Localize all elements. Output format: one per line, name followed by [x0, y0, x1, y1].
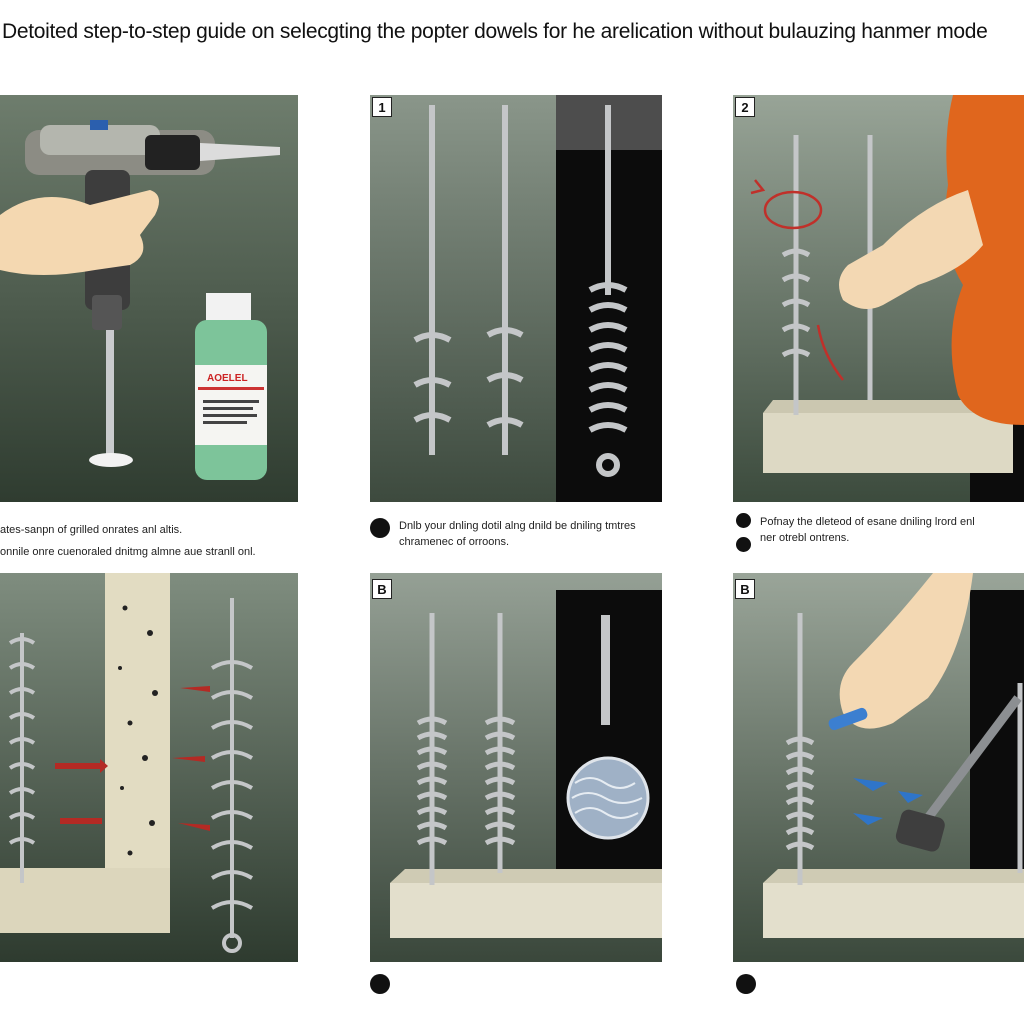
- caption-line: onnile onre cuenoraled dnitmg almne aue …: [0, 546, 256, 558]
- panel-drill-and-glue: AOELEL: [0, 95, 298, 502]
- page-title: Detoited step-to-step guide on selecgtin…: [2, 20, 988, 43]
- hammer-icon: [895, 695, 1022, 852]
- panel-step-4-hammer: B: [733, 573, 1024, 962]
- arrow-icon: [55, 686, 210, 831]
- glue-bottle-icon: [195, 293, 267, 480]
- caption-line: Dnlb your dnling dotil alng dnild be dni…: [399, 520, 636, 532]
- magnified-texture-icon: [566, 756, 650, 840]
- rotation-arrow-icon: [750, 179, 844, 381]
- bullet-dot: [370, 974, 390, 994]
- step-number-badge: 2: [735, 97, 755, 117]
- bullet-dot: [736, 974, 756, 994]
- caption-line: ner otrebl ontrens.: [760, 532, 850, 544]
- panel-step-3-textured-dowels: B: [370, 573, 662, 962]
- step-number-badge: 1: [372, 97, 392, 117]
- bullet-dot: [736, 537, 751, 552]
- step-number-badge: B: [372, 579, 392, 599]
- caption-line: ates-sanpn of grilled onrates anl altis.: [0, 524, 183, 536]
- panel-step-2-twist: 2: [733, 95, 1024, 502]
- dowel-icon: [413, 105, 628, 477]
- panel-dowels-in-concrete: [0, 573, 298, 962]
- caption-line: chramenec of orroons.: [399, 536, 510, 548]
- bullet-dot: [736, 513, 751, 528]
- panel-step-1-dowels: 1: [370, 95, 662, 502]
- caption-line: Pofnay the dleteod of esane dniling lror…: [760, 516, 975, 528]
- bullet-dot: [370, 518, 390, 538]
- bottle-label: AOELEL: [207, 373, 248, 384]
- step-number-badge: B: [735, 579, 755, 599]
